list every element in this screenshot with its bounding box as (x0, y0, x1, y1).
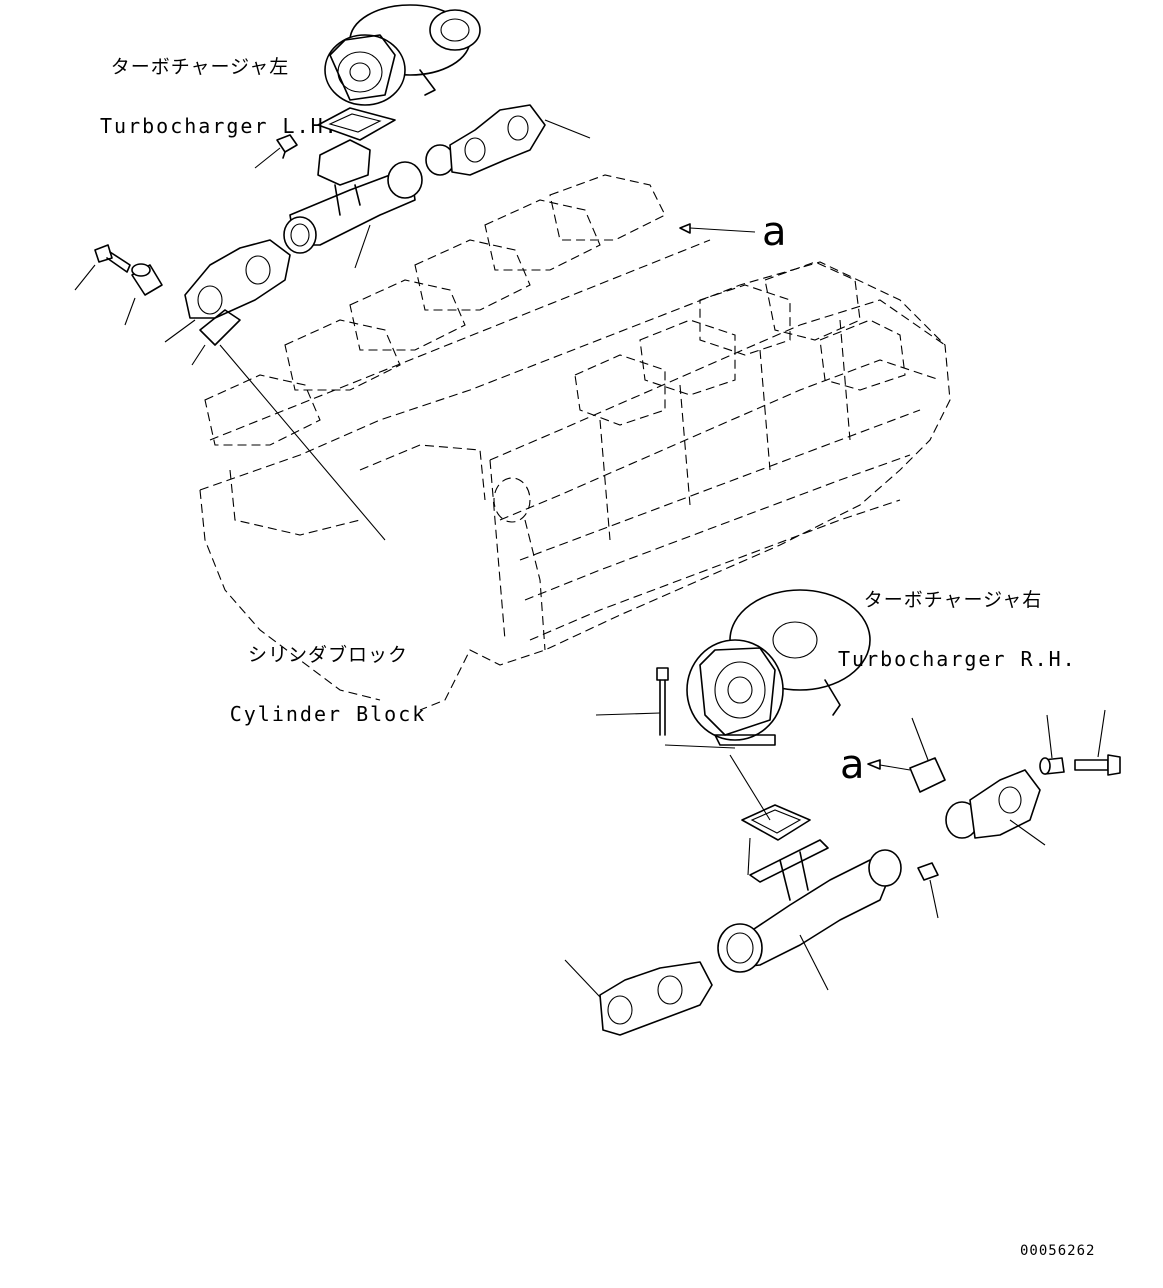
document-id: 00056262 (1020, 1243, 1096, 1259)
gasket-lh-port (199, 309, 241, 346)
exhaust-manifold-front-lh (184, 239, 291, 319)
bolt-rh-long (1074, 754, 1121, 776)
cylinder-block-outline (199, 174, 951, 711)
bolt-rh-manifold (917, 862, 939, 881)
cylinder-block-label-jp: シリンダブロック (247, 643, 408, 666)
turbocharger-lh-label-en: Turbocharger L.H. (100, 114, 339, 139)
turbocharger-lh-label-jp: ターボチャージャ左 (110, 55, 290, 78)
bolt-lh-long (94, 244, 131, 273)
gasket-lh-turbo (317, 107, 396, 141)
turbocharger-rh-label-jp: ターボチャージャ右 (863, 588, 1043, 611)
exhaust-manifold-rear-lh (425, 104, 546, 176)
turbocharger-rh (686, 589, 871, 746)
exhaust-manifold-center-rh (717, 839, 902, 973)
exhaust-manifold-rear-rh (945, 769, 1041, 839)
reference-mark-a-upper: a (762, 209, 787, 255)
spacer-rh (1039, 757, 1065, 775)
exhaust-manifold-center-lh (283, 139, 423, 254)
gasket-rh-port (909, 757, 946, 793)
reference-mark-a-lower: a (840, 742, 865, 788)
stud-rh (656, 667, 669, 736)
turbocharger-lh (324, 4, 481, 106)
turbocharger-lh-label: ターボチャージャ左 Turbocharger L.H. (100, 20, 339, 157)
bolt-lh-manifold (276, 134, 298, 159)
cylinder-block-label: シリンダブロック Cylinder Block (228, 608, 428, 745)
spacer-lh (131, 263, 163, 296)
turbocharger-rh-label-en: Turbocharger R.H. (838, 647, 1077, 672)
turbocharger-rh-label: ターボチャージャ右 Turbocharger R.H. (838, 553, 1077, 690)
cylinder-block-label-en: Cylinder Block (229, 702, 427, 727)
exhaust-manifold-front-rh (599, 961, 713, 1036)
